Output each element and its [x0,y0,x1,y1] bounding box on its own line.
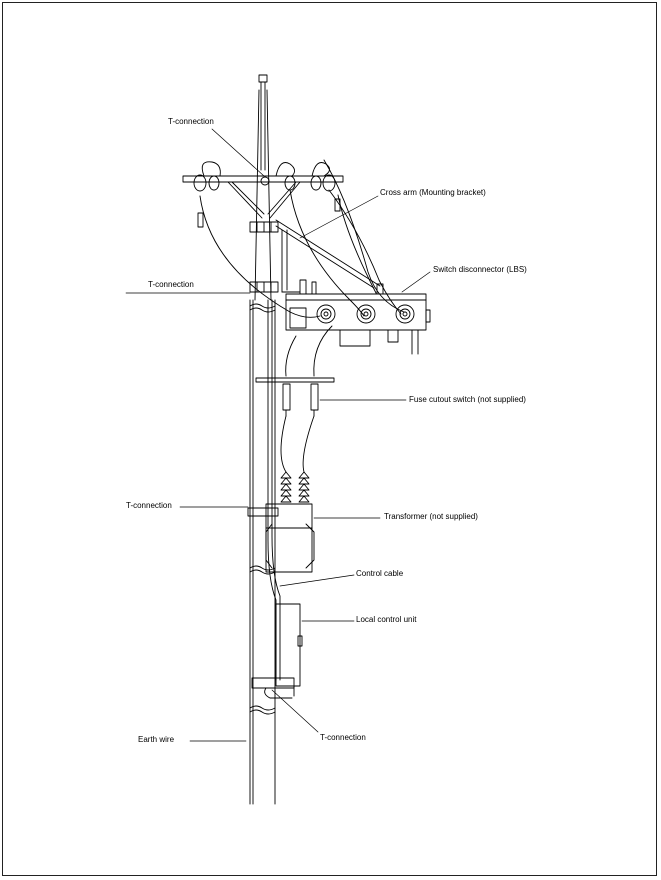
label-cross-arm: Cross arm (Mounting bracket) [380,188,486,197]
transformer-bushings [280,471,310,503]
label-fuse-cutout: Fuse cutout switch (not supplied) [409,395,526,404]
label-t-connection-top: T-connection [168,117,214,126]
label-local-control-unit: Local control unit [356,615,417,624]
label-transformer: Transformer (not supplied) [384,512,478,521]
label-earth-wire: Earth wire [138,735,175,744]
pole [249,74,276,805]
label-t-connection-lower: T-connection [126,501,172,510]
mounting-bracket [275,219,381,293]
fuse-cutouts [255,325,335,473]
switch-disconnector [285,279,431,355]
control-cable-and-unit [251,299,303,699]
label-switch-disconnector: Switch disconnector (LBS) [433,265,527,274]
label-t-connection-mid: T-connection [148,280,194,289]
top-clamp [249,221,279,233]
conductors [197,159,405,318]
transformer [247,471,315,573]
label-control-cable: Control cable [356,569,404,578]
mid-clamp [249,281,279,293]
leader-lines [125,128,431,742]
label-t-connection-bottom: T-connection [320,733,366,742]
top-crossarm [182,161,344,219]
